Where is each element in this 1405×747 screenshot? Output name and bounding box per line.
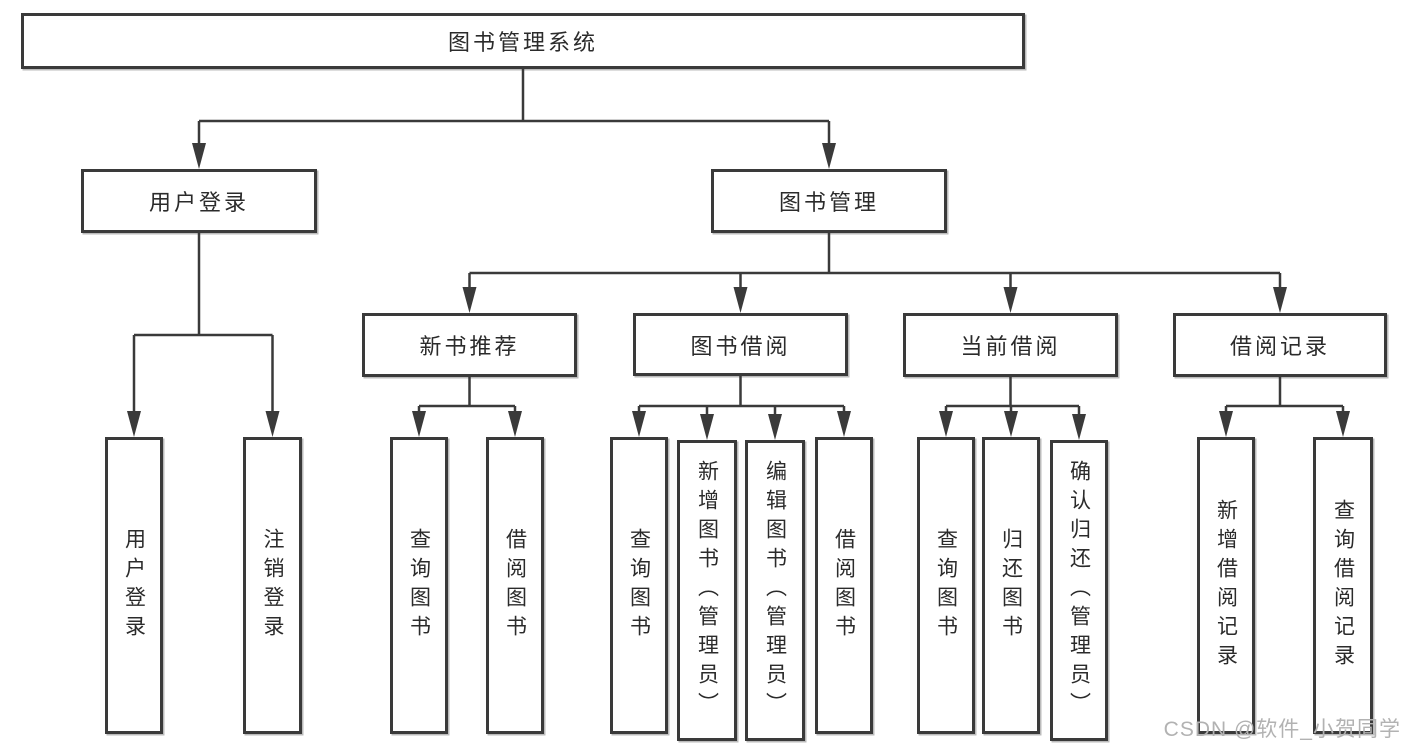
leaf-query-books: 查询图书: [917, 437, 975, 734]
arrow-down-icon: [1273, 287, 1287, 313]
leaf-query-books: 查询图书: [610, 437, 668, 734]
arrow-down-icon: [192, 143, 206, 169]
leaf-add-borrow-record: 新增借阅记录: [1197, 437, 1255, 734]
node-book-borrowing: 图书借阅: [633, 313, 848, 376]
node-label: 图书管理: [778, 190, 879, 215]
leaf-logout: 注销登录: [243, 437, 302, 734]
node-user-login-branch: 用户登录: [81, 169, 317, 233]
node-label: 归还图书: [999, 527, 1023, 644]
arrow-down-icon: [700, 414, 714, 440]
node-borrowing-records: 借阅记录: [1173, 313, 1387, 377]
leaf-query-books: 查询图书: [390, 437, 448, 734]
arrow-down-icon: [265, 411, 280, 437]
node-label: 用户登录: [122, 527, 146, 644]
node-label: 新增借阅记录: [1214, 498, 1238, 673]
arrow-down-icon: [1219, 411, 1233, 437]
leaf-return-books: 归还图书: [982, 437, 1040, 734]
connector: [1219, 377, 1350, 437]
arrow-down-icon: [412, 411, 426, 437]
node-label: 新书推荐: [419, 334, 520, 359]
arrow-down-icon: [939, 411, 953, 437]
node-label: 查询借阅记录: [1331, 498, 1355, 673]
leaf-query-borrow-record: 查询借阅记录: [1313, 437, 1373, 734]
csdn-watermark: CSDN @软件_小贺同学: [1163, 718, 1401, 741]
node-new-book-recommend: 新书推荐: [362, 313, 577, 377]
leaf-borrow-books: 借阅图书: [815, 437, 873, 734]
node-label: 查询图书: [934, 527, 958, 644]
node-label: 编辑图书（管理员）: [763, 460, 787, 721]
arrow-down-icon: [733, 287, 748, 313]
node-book-management-branch: 图书管理: [711, 169, 947, 233]
arrow-down-icon: [1004, 411, 1018, 437]
leaf-borrow-books: 借阅图书: [486, 437, 544, 734]
connector: [462, 233, 1287, 313]
connector: [632, 376, 851, 440]
arrow-down-icon: [508, 411, 522, 437]
node-label: 查询图书: [407, 527, 431, 644]
node-label: 图书借阅: [690, 333, 791, 359]
connector: [412, 377, 522, 437]
node-label: 注销登录: [261, 527, 285, 644]
leaf-edit-books-admin: 编辑图书（管理员）: [745, 440, 805, 741]
arrow-down-icon: [768, 414, 782, 440]
connector: [192, 69, 836, 169]
node-label: 借阅图书: [832, 527, 856, 644]
connector: [127, 233, 280, 437]
leaf-confirm-return-admin: 确认归还（管理员）: [1050, 440, 1108, 741]
node-label: 图书管理系统: [447, 30, 598, 55]
connector: [939, 377, 1086, 440]
node-current-borrowing: 当前借阅: [903, 313, 1118, 377]
node-label: 查询图书: [627, 527, 651, 644]
node-label: 用户登录: [148, 190, 249, 215]
node-library-management-system: 图书管理系统: [21, 13, 1025, 69]
arrow-down-icon: [822, 143, 836, 169]
arrow-down-icon: [127, 411, 141, 437]
arrow-down-icon: [1003, 287, 1018, 313]
leaf-user-login: 用户登录: [105, 437, 163, 734]
arrow-down-icon: [632, 411, 646, 437]
arrow-down-icon: [837, 411, 851, 437]
arrow-down-icon: [462, 287, 477, 313]
leaf-add-books-admin: 新增图书（管理员）: [677, 440, 737, 741]
node-label: 确认归还（管理员）: [1067, 460, 1091, 721]
arrow-down-icon: [1072, 414, 1086, 440]
node-label: 新增图书（管理员）: [695, 460, 719, 721]
node-label: 借阅记录: [1229, 334, 1330, 359]
node-label: 借阅图书: [503, 527, 527, 644]
node-label: 当前借阅: [960, 334, 1061, 359]
arrow-down-icon: [1336, 411, 1350, 437]
